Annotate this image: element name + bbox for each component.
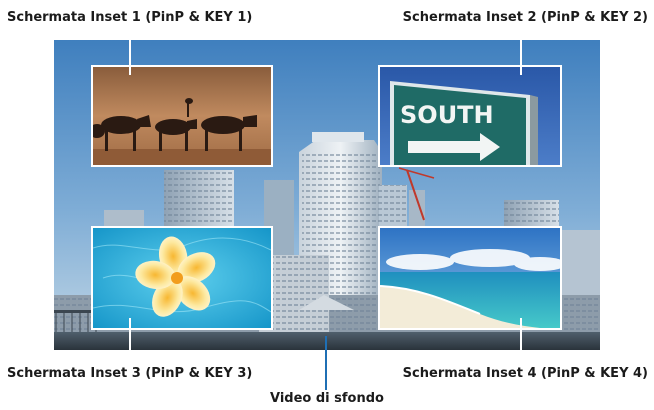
flower-image [93,228,271,328]
label-background-video: Video di sfondo [270,391,384,406]
inset-screen-1 [91,65,273,167]
label-inset-1: Schermata Inset 1 (PinP & KEY 1) [7,10,253,25]
road-sign-image: SOUTH [380,67,560,165]
connector-inset-1 [129,28,131,75]
connector-inset-4 [520,318,522,363]
label-inset-4: Schermata Inset 4 (PinP & KEY 4) [402,366,648,381]
inset-screen-2: SOUTH [378,65,562,167]
inset-screen-3 [91,226,273,330]
label-inset-3: Schermata Inset 3 (PinP & KEY 3) [7,366,253,381]
connector-background [325,336,327,390]
label-inset-2: Schermata Inset 2 (PinP & KEY 2) [402,10,648,25]
beach-image [380,228,560,328]
sign-text: SOUTH [400,101,494,129]
wildebeest-image [93,67,271,165]
inset-screen-4 [378,226,562,330]
connector-inset-2 [520,28,522,75]
connector-inset-3 [129,318,131,363]
